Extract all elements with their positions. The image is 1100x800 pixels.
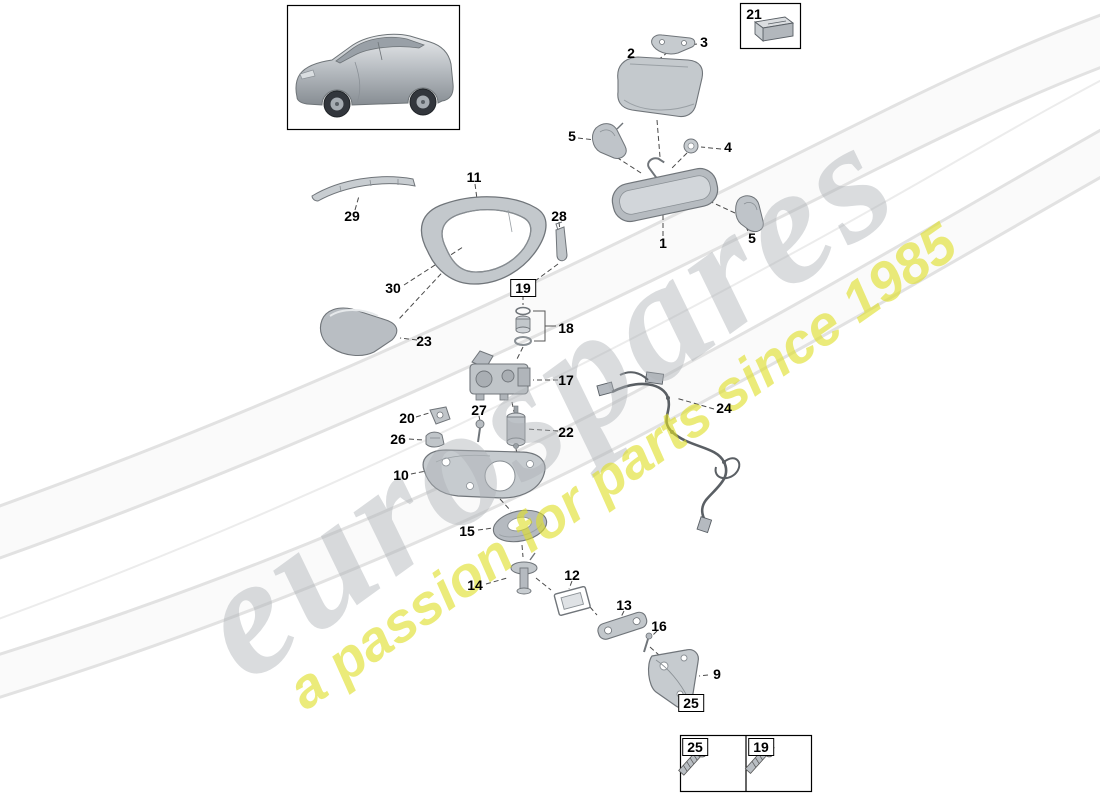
part-13-bracket	[597, 611, 648, 640]
callout-18[interactable]: 18	[558, 320, 574, 336]
part-11-mirror-housing	[420, 196, 547, 285]
part-9-bracket	[647, 649, 699, 709]
part-4-disc	[683, 138, 699, 154]
callout-21[interactable]: 21	[746, 6, 762, 22]
callout-5-upper[interactable]: 5	[568, 128, 576, 144]
callout-5-lower[interactable]: 5	[748, 230, 756, 246]
part-20-bracket	[429, 406, 451, 425]
part-10-base-plate	[422, 449, 546, 499]
part-29-trim-strip	[311, 176, 416, 202]
callout-29[interactable]: 29	[344, 208, 360, 224]
callout-27[interactable]: 27	[471, 402, 487, 418]
part-16-screw	[643, 632, 653, 653]
part-1-interior-mirror	[611, 157, 719, 223]
part-24-wiring-harness	[596, 371, 741, 534]
callout-12[interactable]: 12	[564, 567, 580, 583]
part-5-upper-cover	[592, 122, 627, 159]
part-27-screw	[475, 419, 485, 443]
background-swoosh	[0, 13, 1100, 699]
part-18-hardware-stack	[514, 306, 556, 346]
callout-25[interactable]: 25	[678, 694, 704, 712]
callout-14[interactable]: 14	[467, 577, 483, 593]
callout-16[interactable]: 16	[651, 618, 667, 634]
legend-label-25[interactable]: 25	[682, 738, 708, 756]
part-5-lower-cover	[735, 195, 764, 233]
part-14-stem	[510, 552, 538, 595]
callout-30[interactable]: 30	[385, 280, 401, 296]
callout-10[interactable]: 10	[393, 467, 409, 483]
callout-1[interactable]: 1	[659, 235, 667, 251]
vehicle-thumbnail-frame	[286, 4, 461, 131]
callout-19[interactable]: 19	[510, 279, 536, 297]
vehicle-illustration	[295, 33, 454, 118]
callout-11[interactable]: 11	[466, 169, 482, 185]
part-17-actuator	[469, 350, 531, 401]
callout-15[interactable]: 15	[459, 523, 475, 539]
callout-28[interactable]: 28	[551, 208, 567, 224]
callout-17[interactable]: 17	[558, 372, 574, 388]
part-3-bracket	[651, 34, 696, 55]
callout-26[interactable]: 26	[390, 431, 406, 447]
part-23-mirror-glass	[319, 307, 398, 357]
callout-2[interactable]: 2	[627, 45, 635, 61]
callout-22[interactable]: 22	[558, 424, 574, 440]
part-12-plate	[553, 585, 591, 616]
part-21-box	[739, 2, 802, 50]
callout-3[interactable]: 3	[700, 34, 708, 50]
part-15-grommet	[492, 509, 548, 543]
callout-9[interactable]: 9	[713, 666, 721, 682]
legend-label-19[interactable]: 19	[748, 738, 774, 756]
callout-23[interactable]: 23	[416, 333, 432, 349]
part-2-mirror-cover	[617, 56, 704, 118]
part-26-clip	[425, 431, 445, 448]
callout-20[interactable]: 20	[399, 410, 415, 426]
callout-24[interactable]: 24	[716, 400, 732, 416]
callout-13[interactable]: 13	[616, 597, 632, 613]
part-28-clip	[555, 221, 568, 262]
part-22-motor	[506, 405, 526, 449]
callout-4[interactable]: 4	[724, 139, 732, 155]
